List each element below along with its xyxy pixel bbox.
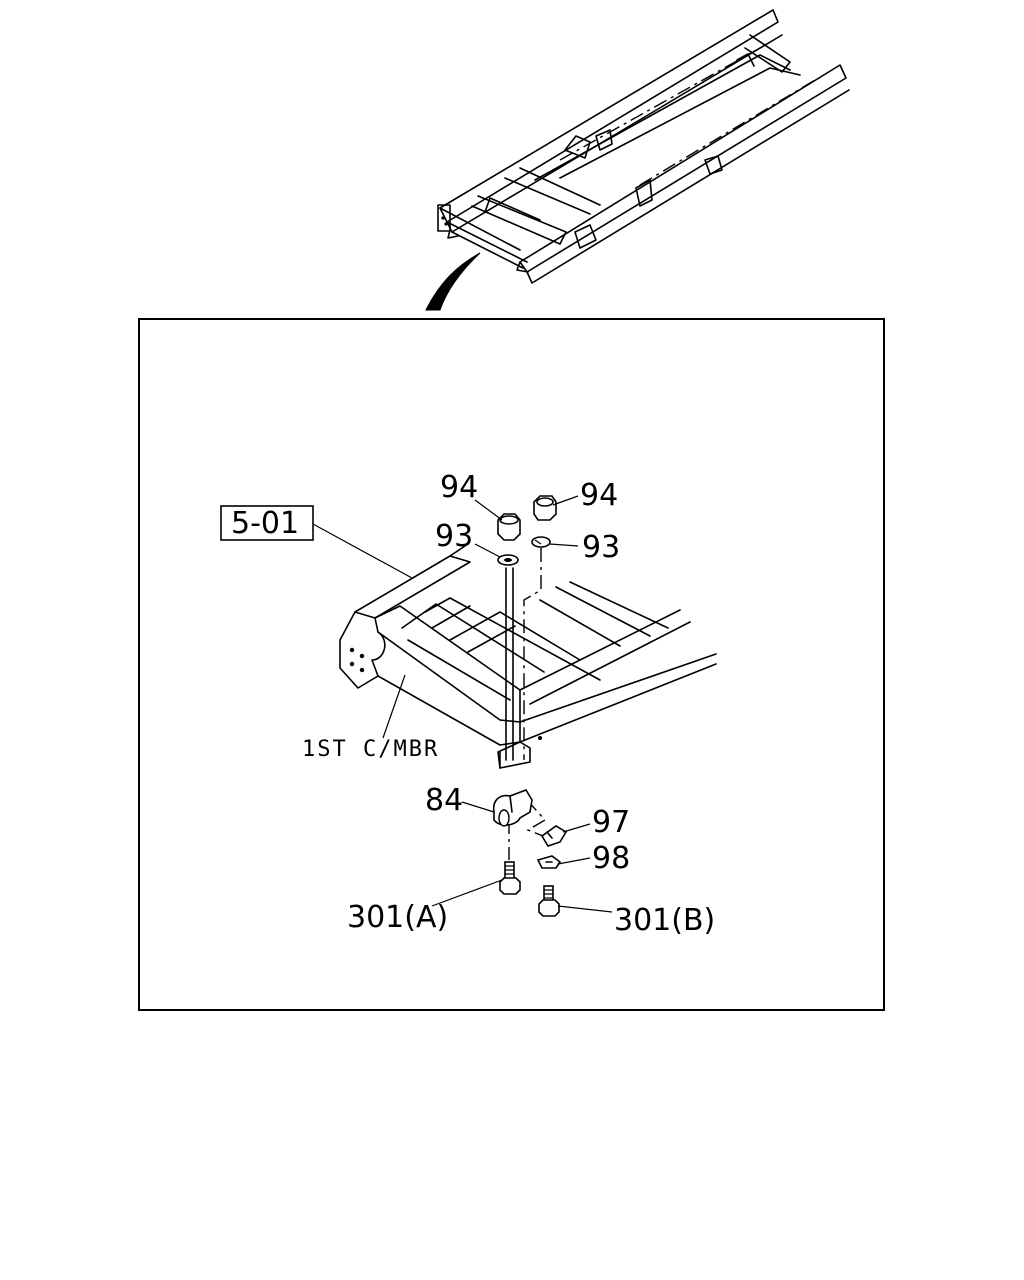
nut-right: [533, 495, 557, 521]
leader-301a: [431, 879, 503, 907]
reference-box[interactable]: 5-01: [220, 505, 314, 541]
leader-93-left: [474, 543, 501, 558]
washer-right: [531, 536, 551, 548]
rod-right-path: [523, 548, 542, 760]
leader-94-left: [474, 499, 503, 521]
ref-leader: [312, 523, 413, 579]
callout-93-right: 93: [582, 530, 620, 565]
callout-94-left: 94: [440, 470, 478, 505]
member-label: 1ST C/MBR: [302, 737, 439, 762]
callout-93-left: 93: [435, 519, 473, 554]
nut-left: [497, 513, 521, 541]
member-leader: [382, 674, 406, 739]
detail-pointer-arrow: [425, 252, 481, 311]
callout-84: 84: [425, 783, 463, 818]
cross-member-detail: [339, 545, 717, 769]
callout-301b: 301(B): [614, 903, 715, 938]
leader-84: [461, 801, 495, 813]
clamp: [492, 789, 533, 827]
chassis-overview: [437, 9, 850, 284]
callout-94-right: 94: [580, 478, 618, 513]
leader-94-right: [552, 495, 579, 506]
leader-97: [562, 823, 591, 833]
reference-box-label: 5-01: [231, 506, 299, 541]
callout-301a: 301(A): [347, 900, 448, 935]
clip: [540, 825, 568, 847]
leader-301b: [557, 905, 613, 913]
washer-left: [497, 554, 519, 566]
bolt-b: [538, 885, 560, 917]
callout-97: 97: [592, 805, 630, 840]
bolt-a: [499, 861, 521, 895]
callout-98: 98: [592, 841, 630, 876]
bracket: [536, 855, 562, 869]
leader-98: [557, 857, 591, 865]
detail-frame: [138, 318, 885, 1011]
leader-93-right: [549, 543, 579, 547]
